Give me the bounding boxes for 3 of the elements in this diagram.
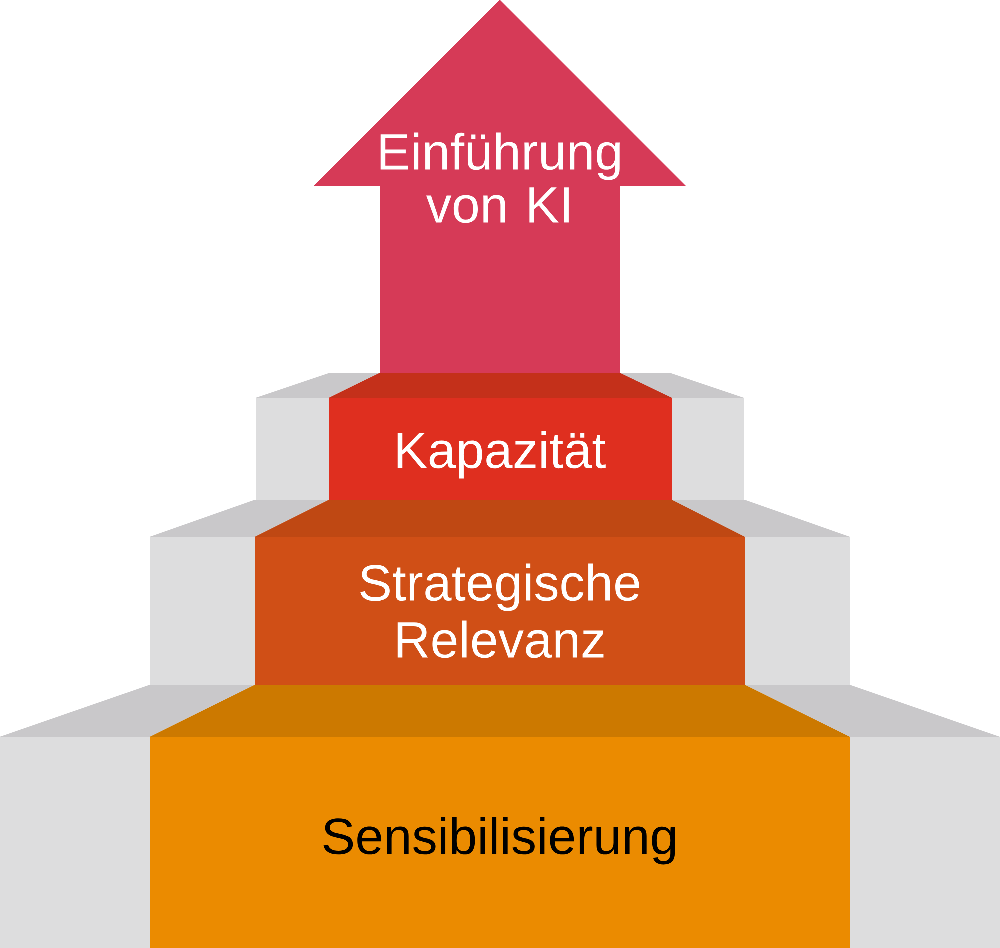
stair-step: Kapazität bbox=[329, 373, 672, 500]
stair-step: Strategische Relevanz bbox=[255, 500, 745, 685]
stair-step: Sensibilisierung bbox=[150, 685, 850, 948]
